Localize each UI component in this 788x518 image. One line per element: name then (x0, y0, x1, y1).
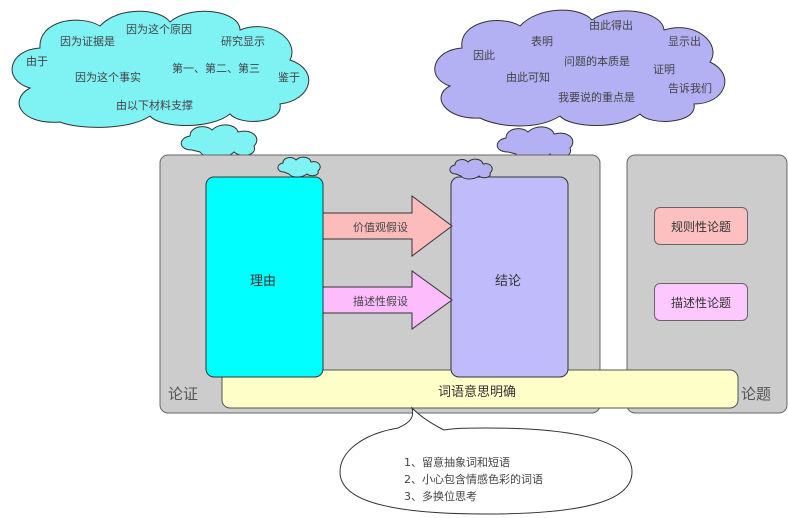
right-cloud-phrase: 证明 (653, 63, 675, 76)
arrow-descriptive-label: 描述性假设 (353, 295, 408, 308)
arrow-value-shape (322, 195, 453, 257)
left-cloud-phrase: 因为证据是 (60, 35, 115, 48)
left-cloud-phrase: 因为这个原因 (126, 23, 192, 36)
left-thought-cloud (11, 10, 310, 128)
right-cloud-phrase: 显示出 (668, 35, 701, 48)
note-line: 1、留意抽象词和短语 (404, 456, 510, 469)
left-small-cloud (180, 124, 258, 159)
argument-panel-label: 论证 (168, 385, 199, 403)
bottom-note-bubble (339, 406, 633, 515)
conclusion-label: 结论 (495, 274, 522, 289)
topic-normative-label: 规则性论题 (670, 219, 731, 234)
arrow-value-label: 价值观假设 (353, 221, 408, 234)
arrow-descriptive-shape (322, 270, 453, 330)
left-cloud-phrase: 由以下材料支撑 (116, 99, 193, 112)
reason-label: 理由 (250, 274, 277, 289)
right-cloud-phrase: 由此得出 (589, 19, 633, 32)
left-cloud-phrase: 由于 (26, 55, 48, 68)
note-line: 2、小心包含情感色彩的词语 (404, 473, 543, 486)
note-line: 3、多换位思考 (404, 490, 477, 503)
topic-normative-box: 规则性论题 (654, 207, 748, 245)
right-cloud-phrase: 问题的本质是 (564, 55, 630, 68)
reason-mini-cloud (277, 156, 321, 178)
right-cloud-phrase: 我要说的重点是 (558, 91, 635, 104)
conclusion-mini-cloud (449, 158, 493, 180)
topic-descriptive-label: 描述性论题 (670, 295, 731, 310)
conclusion-box-shape (450, 176, 569, 378)
clarity-bar-label: 词语意思明确 (438, 385, 517, 400)
topic-panel-label: 论题 (741, 385, 772, 403)
right-cloud-phrase: 由此可知 (506, 71, 550, 84)
left-cloud-phrase: 因为这个事实 (75, 71, 141, 84)
right-cloud-phrase: 因此 (473, 49, 495, 62)
left-cloud-phrase: 研究显示 (221, 35, 265, 48)
reason-box-shape (205, 176, 324, 378)
left-cloud-phrase: 第一、第二、第三 (172, 62, 260, 75)
left-cloud-phrase: 鉴于 (278, 71, 300, 84)
right-cloud-phrase: 告诉我们 (668, 82, 712, 95)
topic-descriptive-box: 描述性论题 (654, 283, 748, 321)
right-thought-cloud (434, 9, 726, 127)
right-cloud-phrase: 表明 (531, 35, 553, 48)
right-small-cloud (496, 126, 574, 161)
